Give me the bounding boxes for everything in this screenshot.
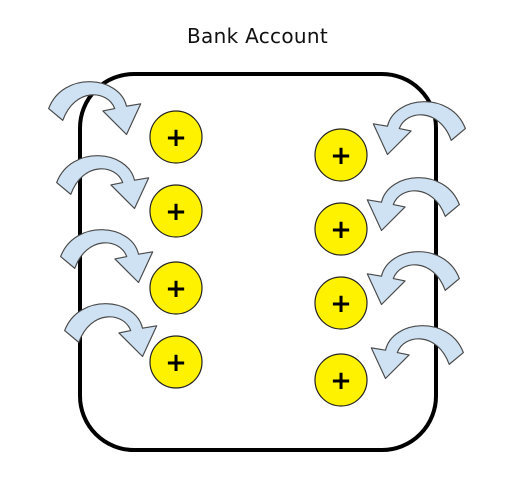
coin-right-1: [314, 128, 368, 182]
plus-coin-icon: +: [149, 110, 203, 164]
curved-arrow-icon: [366, 251, 460, 306]
coin-plus-label: +: [165, 274, 187, 304]
coin-left-3: [149, 261, 203, 315]
curved-arrow-icon: [60, 229, 154, 284]
diagram-title: Bank Account: [187, 24, 328, 48]
coin-plus-label: +: [165, 197, 187, 227]
plus-coin-icon: +: [314, 202, 368, 256]
curved-arrow-icon: [56, 155, 150, 210]
coin-plus-label: +: [330, 215, 352, 245]
plus-coin-icon: +: [314, 276, 368, 330]
curved-arrow-icon: [366, 177, 460, 232]
coin-plus-label: +: [165, 123, 187, 153]
coin-right-2: [314, 202, 368, 256]
plus-coin-icon: +: [314, 128, 368, 182]
plus-coin-icon: +: [149, 335, 203, 389]
curved-arrow-icon: [48, 81, 142, 136]
plus-coin-icon: +: [314, 353, 368, 407]
curved-arrow-icon: [372, 101, 466, 156]
plus-coin-icon: +: [149, 261, 203, 315]
plus-coin-icon: +: [149, 184, 203, 238]
coin-right-4: [314, 353, 368, 407]
coin-left-2: [149, 184, 203, 238]
coin-plus-label: +: [330, 141, 352, 171]
curved-arrow-icon: [370, 325, 464, 380]
coin-right-3: [314, 276, 368, 330]
coin-left-4: [149, 335, 203, 389]
coin-plus-label: +: [165, 348, 187, 378]
coin-plus-label: +: [330, 366, 352, 396]
coin-left-1: [149, 110, 203, 164]
coin-plus-label: +: [330, 289, 352, 319]
